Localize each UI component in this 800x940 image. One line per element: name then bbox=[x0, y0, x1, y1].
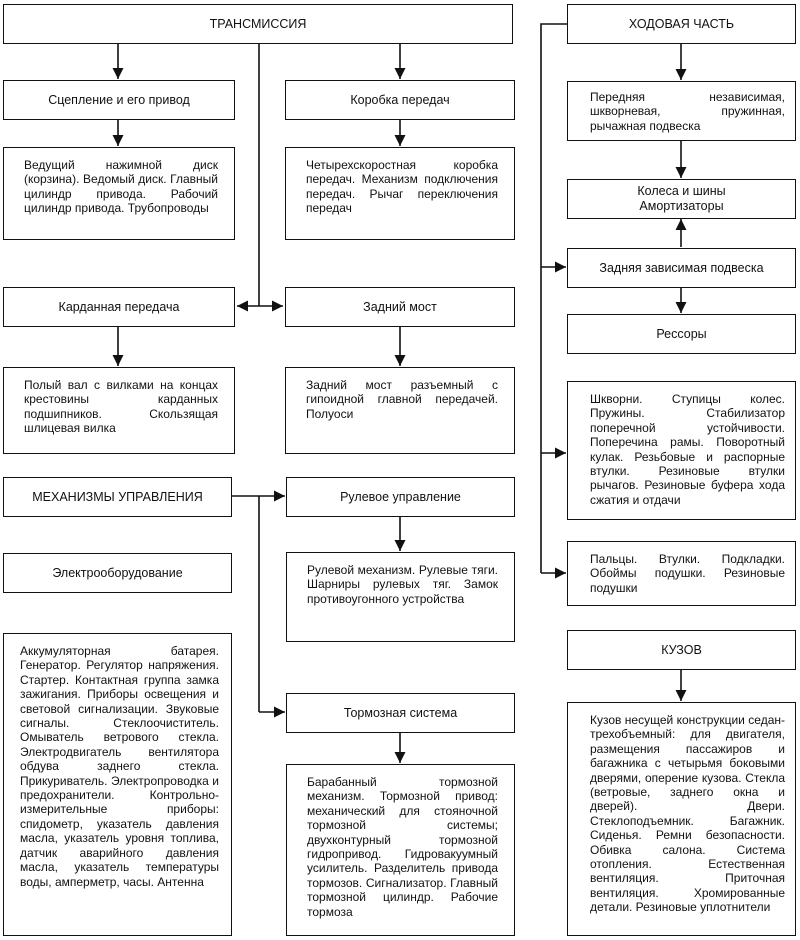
chassis-parts-text: Шкворни. Ступицы колес. Пружины. Стабили… bbox=[567, 381, 796, 520]
rear-suspension-box: Задняя зависимая подвеска bbox=[567, 248, 796, 288]
body-text: Кузов несущей конструкции седан-трехобъе… bbox=[567, 702, 796, 936]
clutch-title: Сцепление и его привод bbox=[3, 80, 235, 120]
steering-title: Рулевое управление bbox=[286, 477, 515, 517]
body-title: КУЗОВ bbox=[567, 630, 796, 670]
gearbox-title: Коробка передач bbox=[285, 80, 515, 120]
cardan-text: Полый вал с вилками на концах крестовины… bbox=[3, 367, 235, 454]
chassis-pins-text: Пальцы. Втулки. Подкладки. Обоймы подушк… bbox=[567, 541, 796, 606]
brakes-title: Тормозная система bbox=[286, 693, 515, 733]
chassis-title: ХОДОВАЯ ЧАСТЬ bbox=[567, 4, 796, 44]
brakes-text: Барабанный тормозной механизм. Тормозной… bbox=[286, 764, 515, 936]
steering-text: Рулевой механизм. Рулевые тяги. Шарниры … bbox=[286, 552, 515, 642]
electrical-text: Аккумуляторная батарея. Генератор. Регул… bbox=[3, 633, 232, 936]
rear-axle-title: Задний мост bbox=[285, 287, 515, 327]
transmission-title: ТРАНСМИССИЯ bbox=[3, 4, 513, 44]
cardan-title: Карданная передача bbox=[3, 287, 235, 327]
clutch-text: Ведущий нажимной диск (корзина). Ведомый… bbox=[3, 147, 235, 240]
electrical-title: Электрооборудование bbox=[3, 553, 232, 593]
springs-box: Рессоры bbox=[567, 314, 796, 354]
rear-axle-text: Задний мост разъемный с гипоидной главно… bbox=[285, 367, 515, 454]
line-chassis-trunk bbox=[540, 23, 567, 573]
gearbox-text: Четырехскоростная коробка передач. Механ… bbox=[285, 147, 515, 240]
controls-title: МЕХАНИЗМЫ УПРАВЛЕНИЯ bbox=[3, 477, 232, 517]
wheels-box: Колеса и шины Амортизаторы bbox=[567, 179, 796, 219]
front-suspension-box: Передняя независимая, шкворневая, пружин… bbox=[567, 81, 796, 141]
